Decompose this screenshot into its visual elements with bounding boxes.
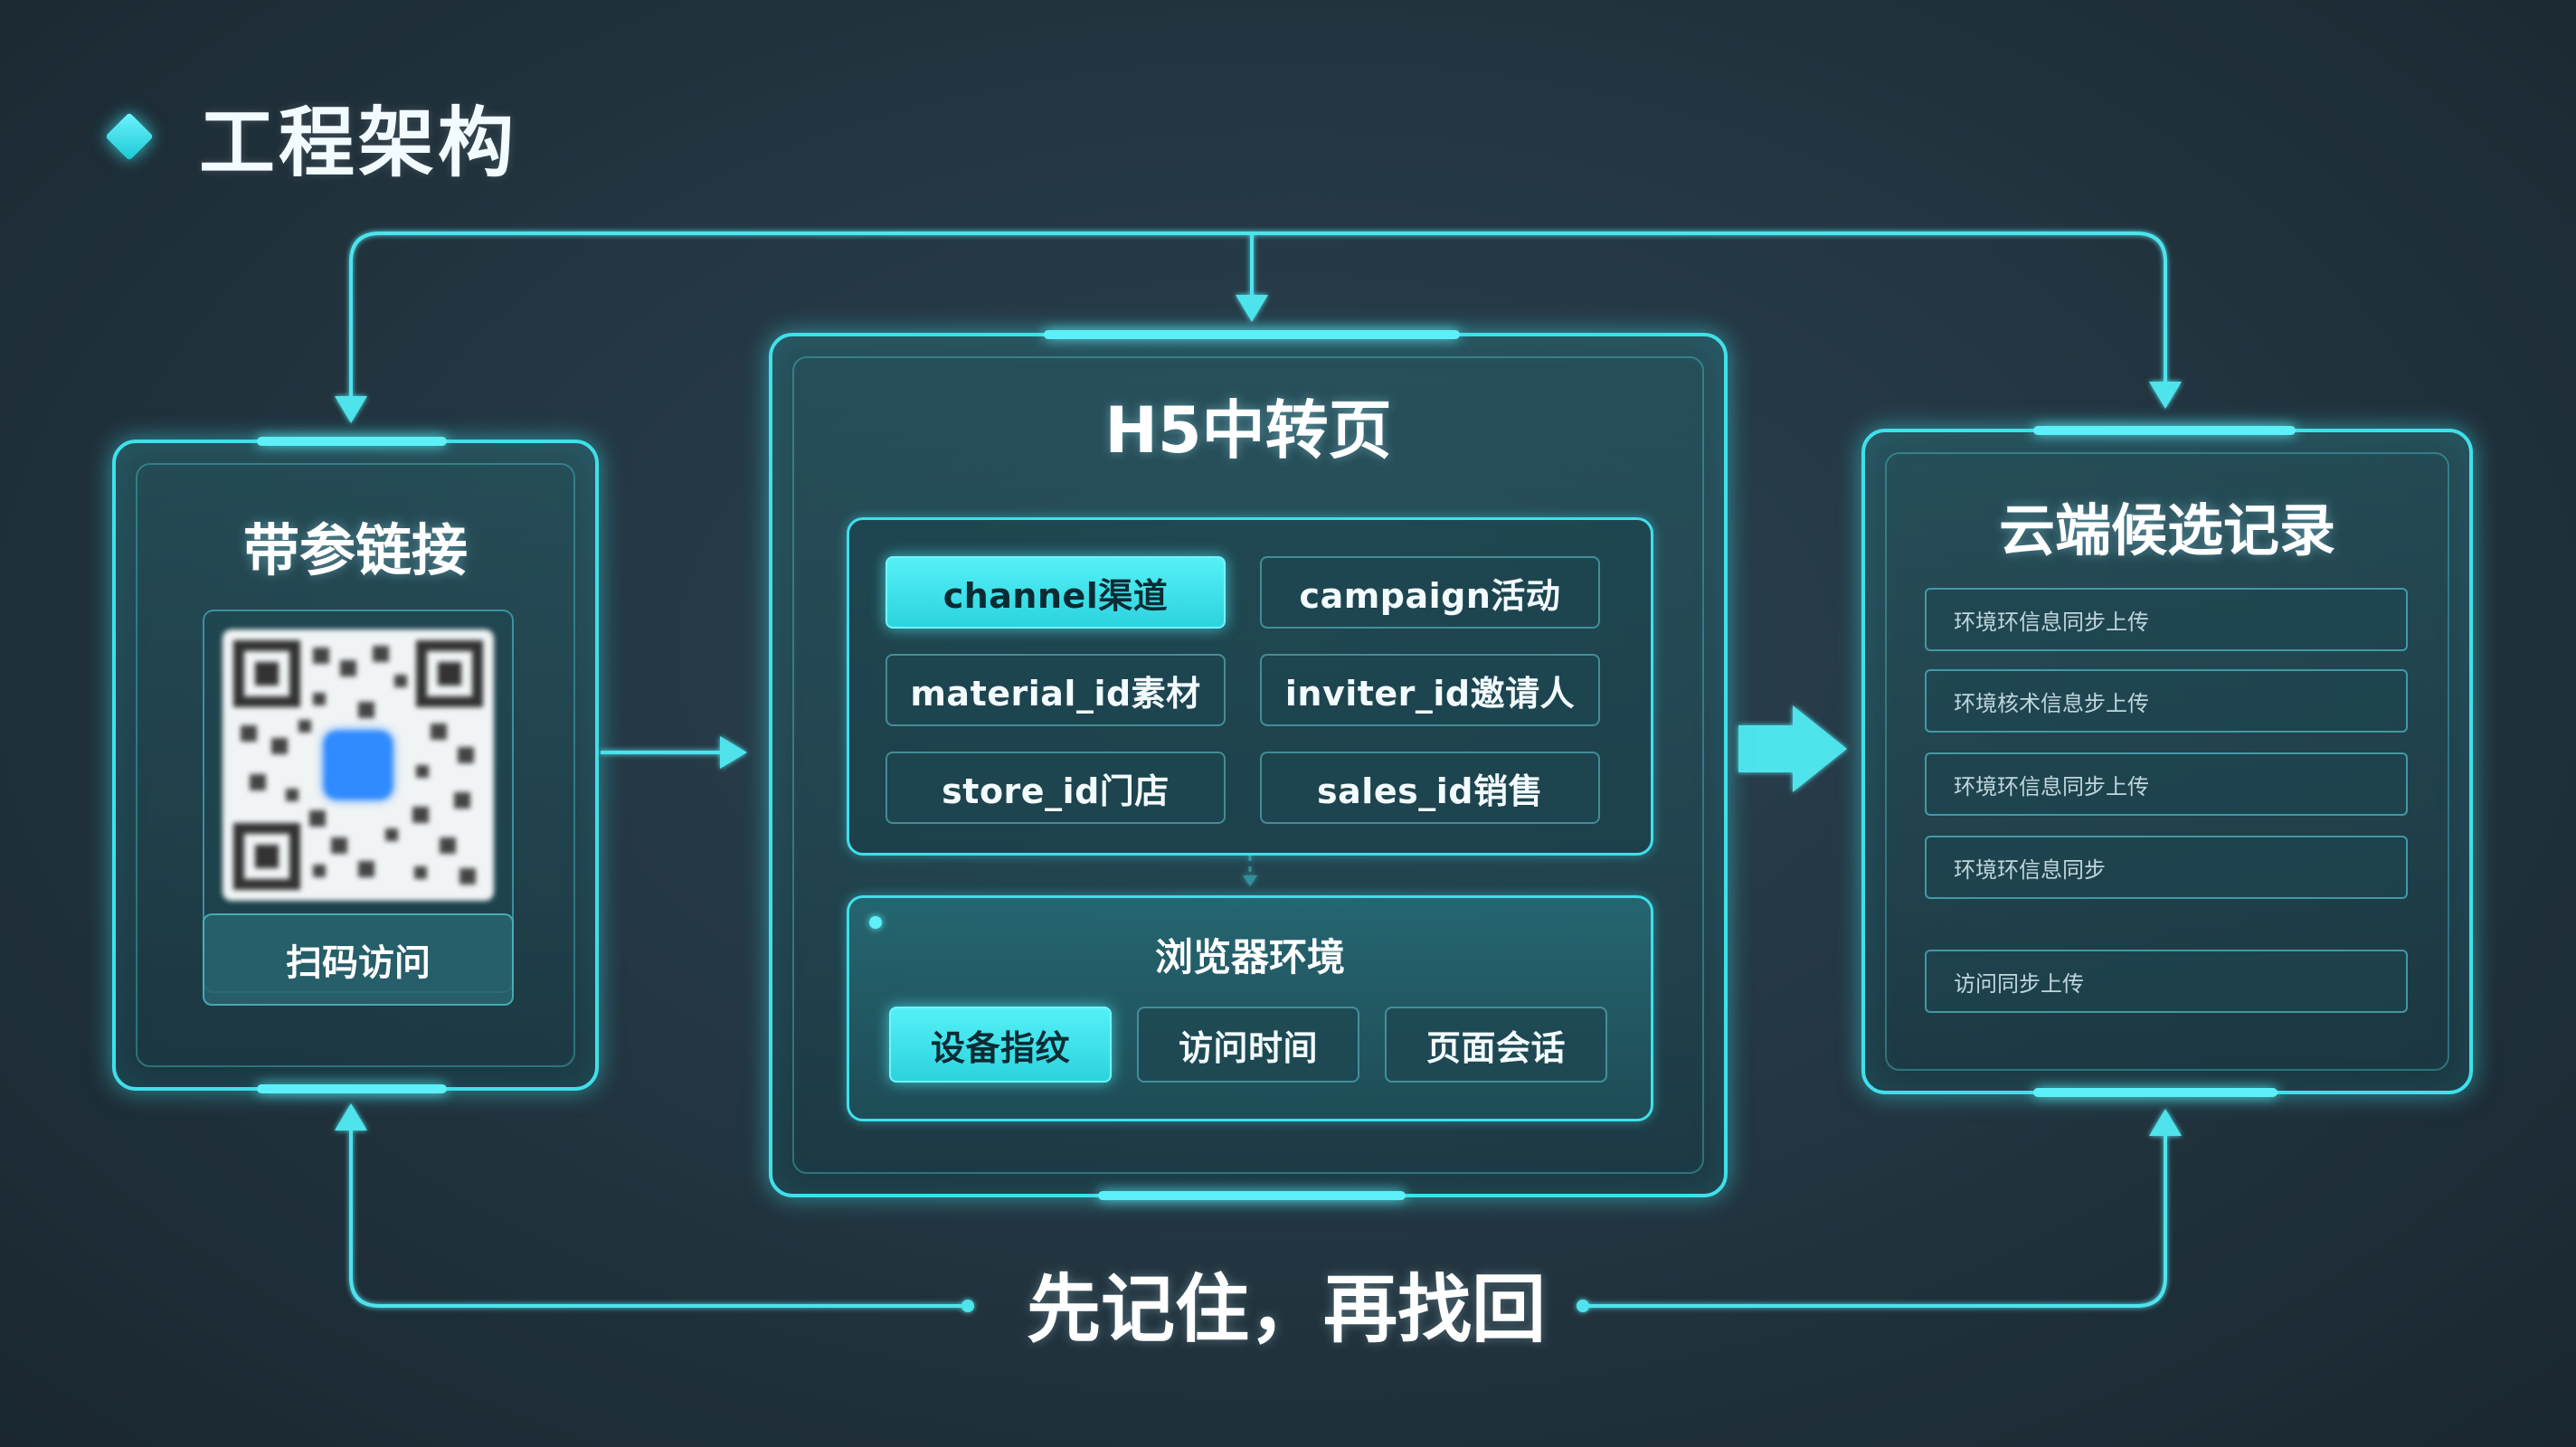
h5-transfer-title: H5中转页: [1104, 393, 1392, 468]
qr-logo-icon: [324, 731, 393, 799]
browser-chip-fingerprint[interactable]: 设备指纹: [889, 1007, 1112, 1083]
param-link-title: 带参链接: [242, 517, 468, 583]
param-chip-sales-id[interactable]: sales_id销售: [1260, 752, 1600, 824]
param-chip-material-id[interactable]: material_id素材: [886, 654, 1226, 726]
arrow-down-center: [1236, 295, 1268, 322]
top-loop-line: [349, 232, 2167, 398]
arrow-right-small: [720, 736, 747, 769]
big-arrow-right: [1738, 705, 1847, 792]
browser-env-box: 浏览器环境 设备指纹 访问时间 页面会话: [847, 895, 1653, 1121]
param-link-panel: 带参链接: [112, 437, 599, 1093]
h5-transfer-panel: H5中转页 channel渠道 campaign活动 material_id素材…: [769, 330, 1728, 1200]
bottom-right-line: [1586, 1134, 2167, 1308]
browser-chip-visit-time[interactable]: 访问时间: [1137, 1007, 1359, 1083]
page-title: 工程架构: [199, 98, 518, 187]
arrow-down-right: [2149, 382, 2182, 409]
status-dot-icon: [869, 916, 882, 929]
arrow-up-left: [335, 1103, 367, 1130]
browser-env-title: 浏览器环境: [1154, 935, 1345, 979]
record-row[interactable]: 环境环信息同步: [1925, 836, 2408, 899]
cloud-records-title: 云端候选记录: [1998, 497, 2335, 563]
record-row[interactable]: 访问同步上传: [1925, 950, 2408, 1013]
param-chip-campaign[interactable]: campaign活动: [1260, 556, 1600, 629]
header: 工程架构: [105, 87, 517, 187]
param-chip-inviter-id[interactable]: inviter_id邀请人: [1260, 654, 1600, 726]
arrow-down-left: [335, 396, 367, 423]
diamond-icon: [105, 112, 154, 161]
cloud-records-panel: 云端候选记录 环境环信息同步上传 环境核术信息步上传 环境环信息同步上传 环境环…: [1861, 426, 2473, 1097]
param-chip-store-id[interactable]: store_id门店: [886, 752, 1226, 824]
qr-code-icon[interactable]: [223, 629, 494, 901]
motto-text: 先记住，再找回: [1026, 1266, 1546, 1353]
browser-chip-session[interactable]: 页面会话: [1385, 1007, 1607, 1083]
bottom-left-line: [349, 1130, 964, 1308]
dot-left: [961, 1300, 974, 1312]
scan-visit-button[interactable]: 扫码访问: [203, 913, 514, 1006]
param-grid: channel渠道 campaign活动 material_id素材 invit…: [847, 517, 1653, 856]
record-row[interactable]: 环境环信息同步上传: [1925, 752, 2408, 816]
record-row[interactable]: 环境核术信息步上传: [1925, 669, 2408, 733]
arrow-up-right: [2149, 1109, 2182, 1136]
dot-right: [1577, 1300, 1589, 1312]
record-row[interactable]: 环境环信息同步上传: [1925, 588, 2408, 651]
param-chip-channel[interactable]: channel渠道: [886, 556, 1226, 629]
